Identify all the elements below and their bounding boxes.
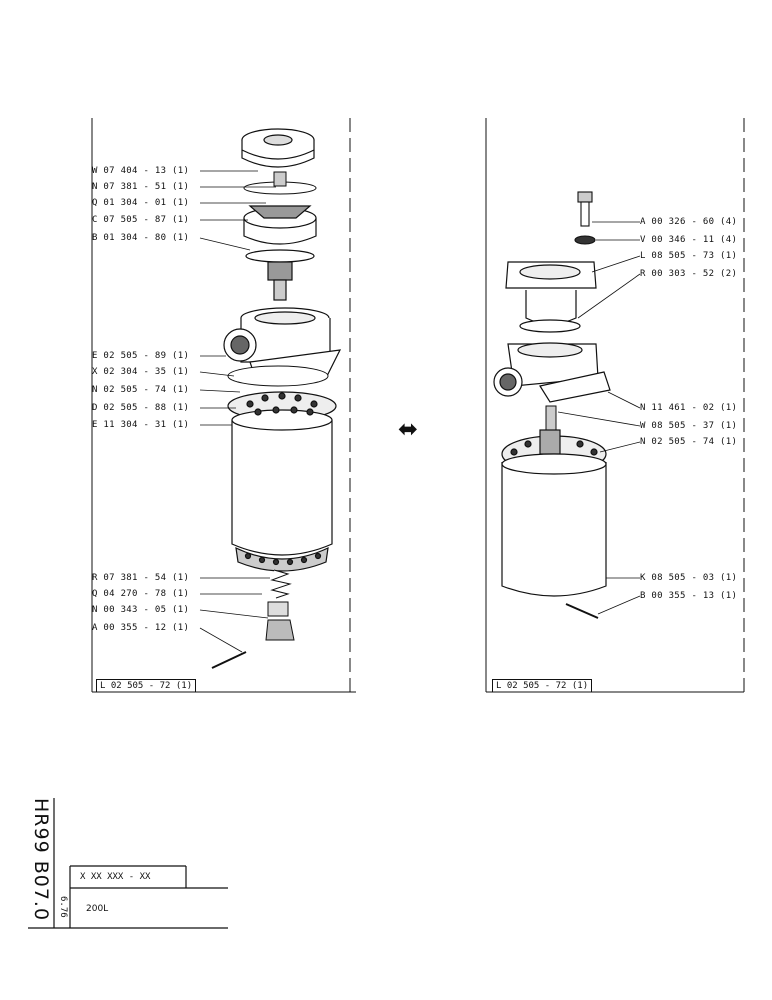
right-body <box>493 342 611 403</box>
right-leaders <box>557 221 641 615</box>
left-leaders <box>199 170 276 653</box>
left-label-1: W 07 404 - 13 (1) <box>92 166 190 176</box>
left-label-9: D 02 505 - 88 (1) <box>92 403 190 413</box>
left-label-10: E 11 304 - 31 (1) <box>92 420 190 430</box>
swap-arrow-icon: ⬌ <box>398 415 419 443</box>
left-spring <box>265 569 295 641</box>
left-label-13: N 00 343 - 05 (1) <box>92 605 190 615</box>
left-label-14: A 00 355 - 12 (1) <box>92 623 190 633</box>
right-label-9: B 00 355 - 13 (1) <box>640 591 738 601</box>
left-frame-code: L 02 505 - 72 (1) <box>96 679 197 692</box>
right-label-4: R 00 303 - 52 (2) <box>640 269 738 279</box>
left-label-3: Q 01 304 - 01 (1) <box>92 198 190 208</box>
left-label-8: N 02 505 - 74 (1) <box>92 385 190 395</box>
part-code: X XX XXX - XX <box>80 872 151 882</box>
right-label-2: V 00 346 - 11 (4) <box>640 235 738 245</box>
left-label-7: X 02 304 - 35 (1) <box>92 367 190 377</box>
right-frame-code: L 02 505 - 72 (1) <box>492 679 593 692</box>
left-valve <box>243 205 317 301</box>
right-label-1: A 00 326 - 60 (4) <box>640 217 738 227</box>
vertical-code: HR99 B07.0 <box>30 798 52 922</box>
right-flange <box>505 261 597 333</box>
left-label-11: R 07 381 - 54 (1) <box>92 573 190 583</box>
right-label-3: L 08 505 - 73 (1) <box>640 251 738 261</box>
right-filter <box>501 429 607 597</box>
left-label-4: C 07 505 - 87 (1) <box>92 215 190 225</box>
right-label-7: N 02 505 - 74 (1) <box>640 437 738 447</box>
date-label: 6.76 <box>58 896 68 918</box>
left-housing <box>223 307 342 381</box>
left-label-2: N 07 381 - 51 (1) <box>92 182 190 192</box>
left-label-5: B 01 304 - 80 (1) <box>92 233 190 243</box>
right-label-8: K 08 505 - 03 (1) <box>640 573 738 583</box>
description: 200L <box>86 904 109 914</box>
right-label-6: W 08 505 - 37 (1) <box>640 421 738 431</box>
right-label-5: N 11 461 - 02 (1) <box>640 403 738 413</box>
left-label-6: E 02 505 - 89 (1) <box>92 351 190 361</box>
right-bolt <box>574 191 596 245</box>
left-cap <box>241 128 315 168</box>
left-label-12: Q 04 270 - 78 (1) <box>92 589 190 599</box>
left-filter <box>227 391 337 572</box>
